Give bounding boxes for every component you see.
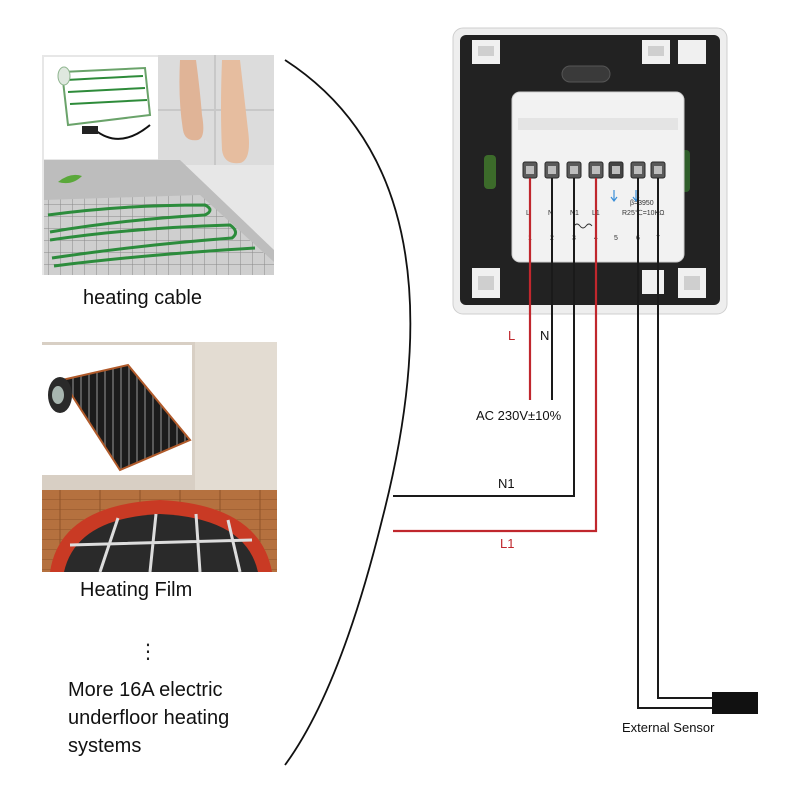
terminal-letter-L: L [526,210,530,217]
sensor-spec-beta: β=3950 [630,200,654,207]
mounting-clip-bottom-right [678,268,706,298]
more-systems-line-2: underfloor heating [68,707,229,729]
terminal-slot-3 [570,166,578,174]
wire-sensor-2 [657,178,712,699]
label-L: L [508,328,515,343]
mounting-clip-bottom-left [472,268,500,298]
label-N1: N1 [498,476,515,491]
heating-film-image [42,342,277,573]
film-roll-icon [42,345,192,475]
label-L1: L1 [500,536,514,551]
wires [393,178,712,709]
mounting-clip-top-right [642,40,670,64]
wire-L1 [393,178,598,533]
bracket-arc [284,59,412,766]
cable-mat-roll-icon [44,57,158,159]
heating-film-label: Heating Film [80,579,192,601]
sensor-arrow-icons [610,190,640,202]
wire-sensor-1 [637,178,712,709]
terminal-slot-1 [526,166,534,174]
terminal-letter-N: N [548,210,553,217]
terminal-slot-5 [612,166,620,174]
terminal-slot-2 [548,166,556,174]
external-sensor-probe [712,692,758,714]
ellipsis-dots: ⋮ [138,641,158,663]
external-sensor-label: External Sensor [622,720,715,735]
terminal-number-5: 5 [614,235,618,242]
more-systems-line-3: systems [68,735,141,757]
wave-icon [573,223,593,229]
more-systems-line-1: More 16A electric [68,679,223,701]
feet-icon [179,60,249,164]
cable-mat-floor-icon [44,160,274,275]
mounting-clip-top-left [472,40,500,64]
terminal-slot-7 [654,166,662,174]
heating-cable-label: heating cable [83,287,202,309]
label-N: N [540,328,549,343]
supply-voltage-label: AC 230V±10% [476,408,562,423]
terminal-slot-6 [634,166,642,174]
heating-cable-image [42,55,274,275]
film-floor-icon [42,490,277,573]
terminal-slot-4 [592,166,600,174]
sensor-spec-r25: R25℃=10KΩ [622,210,664,217]
wire-N1 [393,178,575,497]
